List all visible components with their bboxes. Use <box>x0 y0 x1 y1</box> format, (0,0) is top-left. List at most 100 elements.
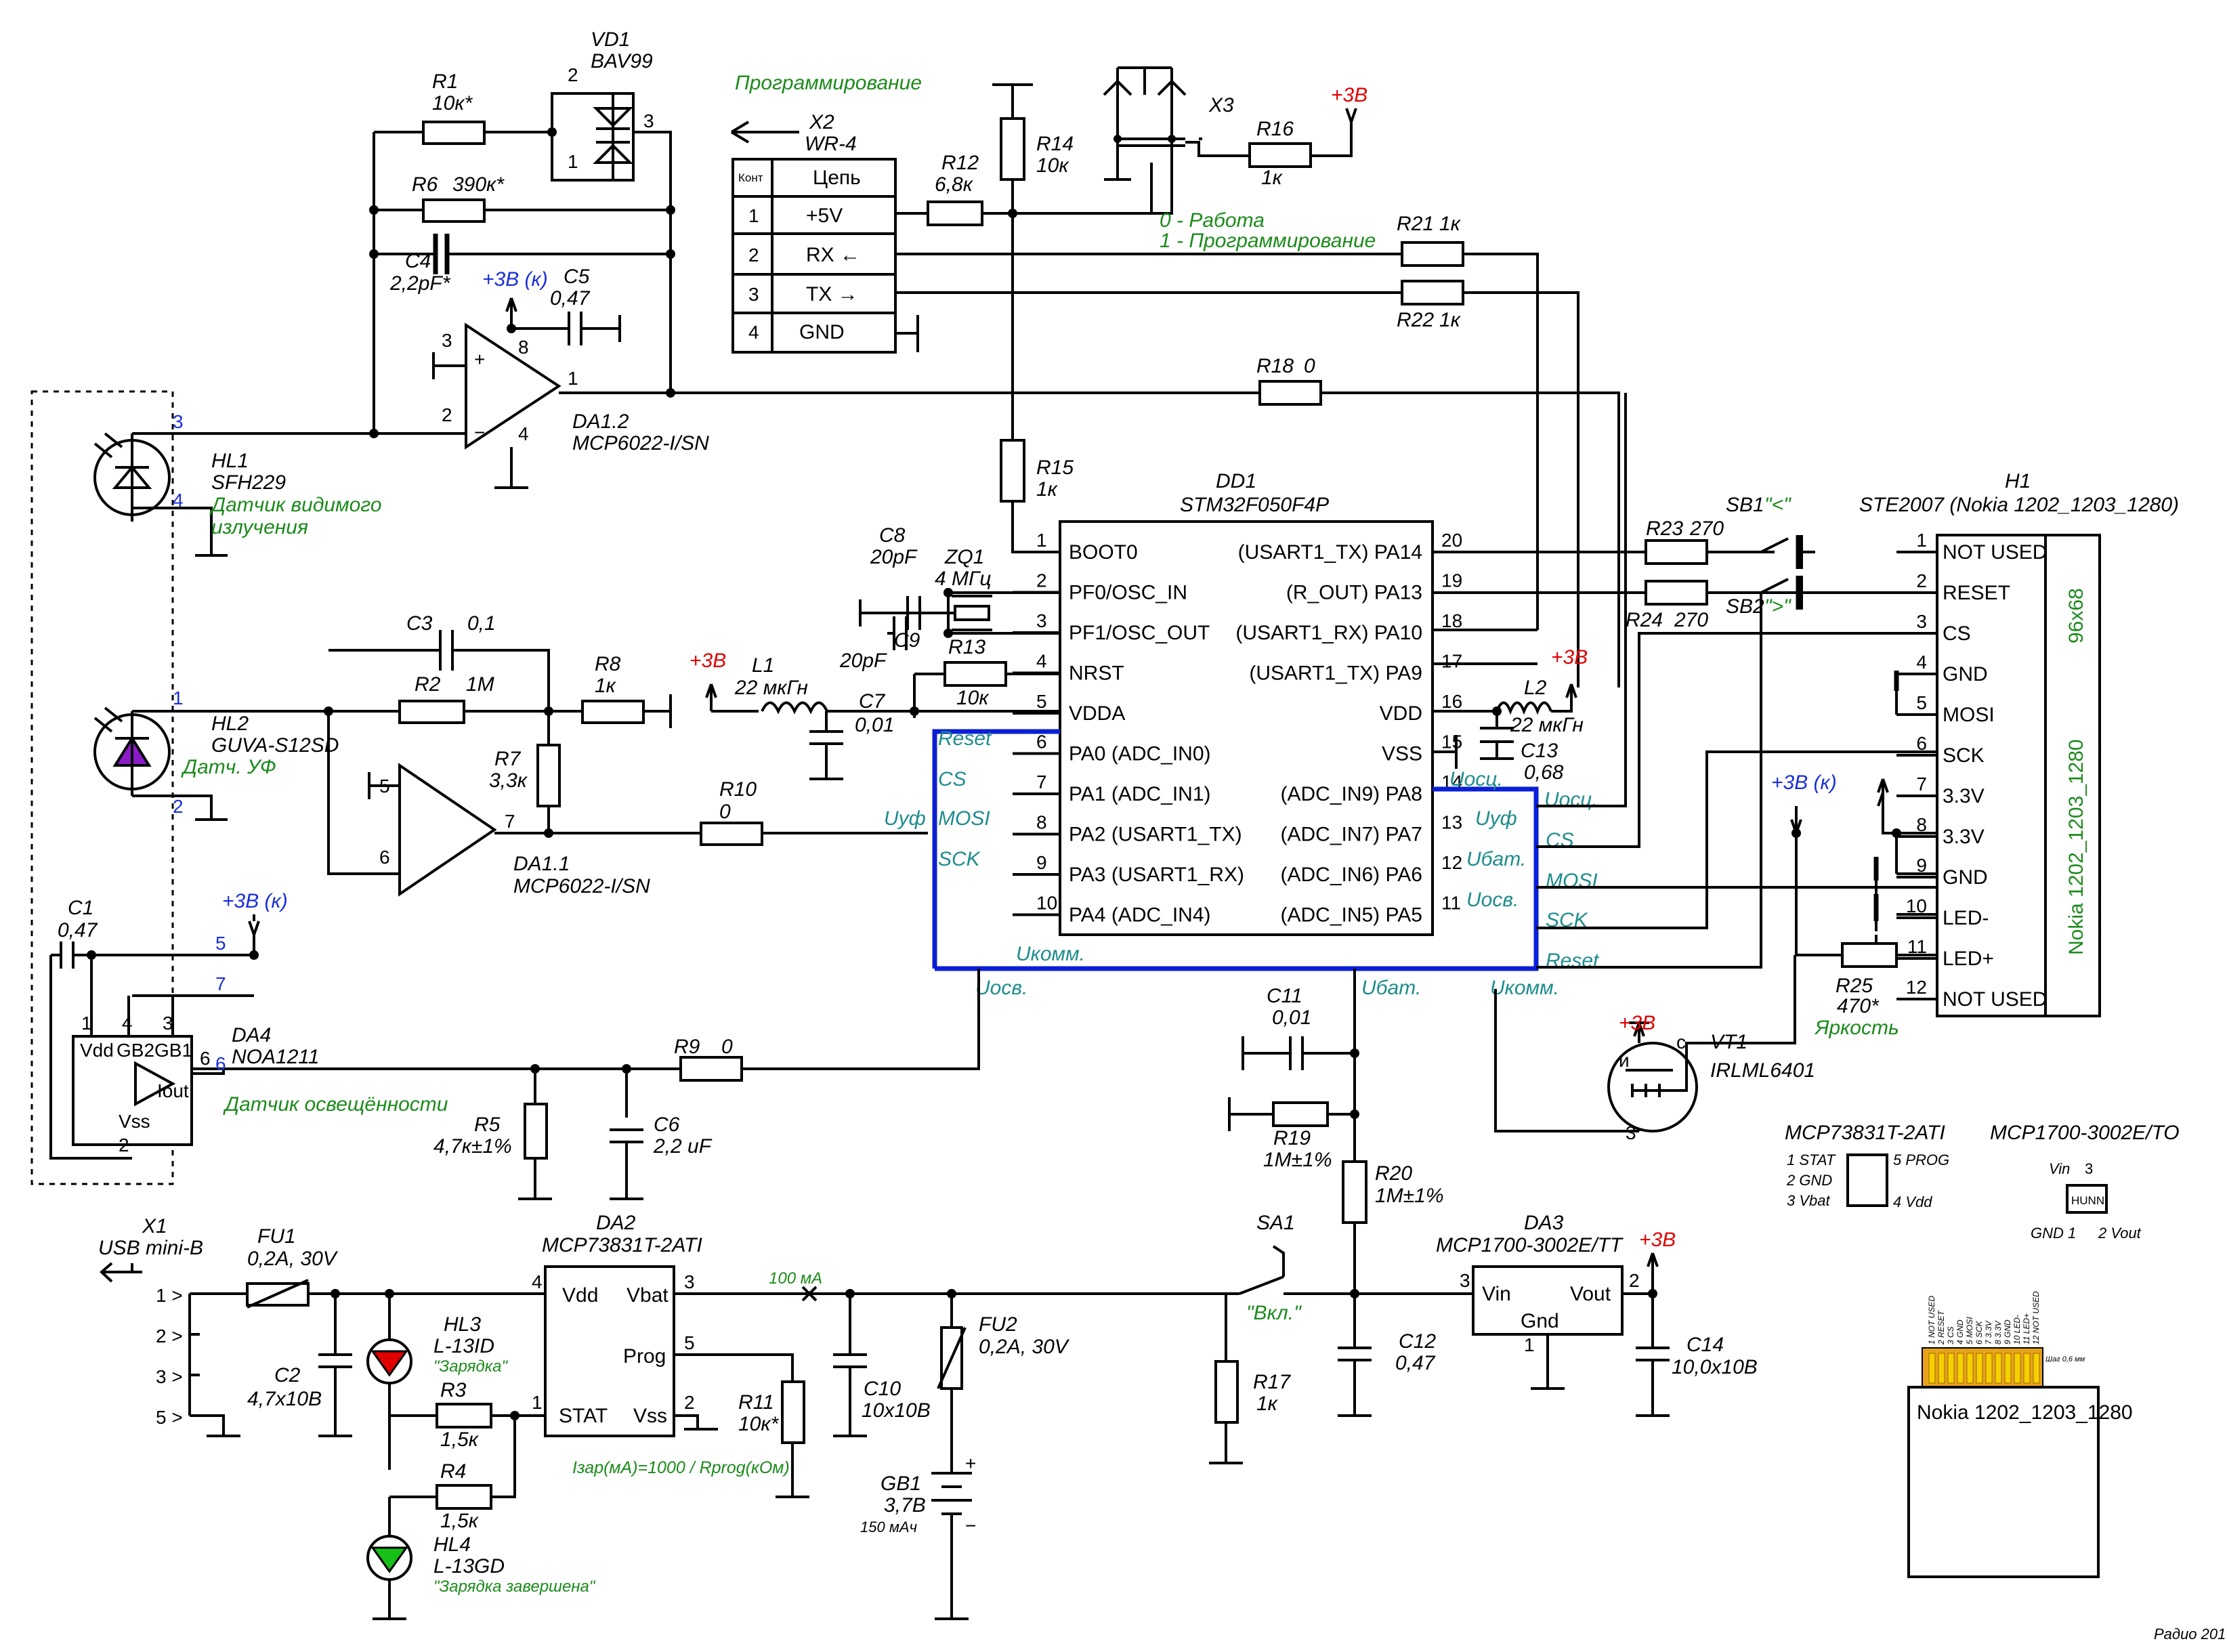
lcd-pitch: Шаг 0,6 мм <box>2045 1355 2085 1363</box>
x2-col2: Цепь <box>813 167 861 189</box>
h1-pin-num: 10 <box>1906 895 1927 916</box>
c4-capacitor <box>433 234 450 274</box>
zq1-crystal <box>954 605 990 621</box>
da12-pin2: 2 <box>442 404 452 425</box>
buttons-block: R23 270 R24 270 SB1 "<" SB2 ">" <box>1626 494 1815 631</box>
dd1-pin-name-right: (ADC_IN9) PA8 <box>1280 783 1422 805</box>
lcd-finger <box>1985 1353 1993 1384</box>
lcd-finger <box>2004 1353 2012 1384</box>
watermark: Радио 2017 <box>2154 1626 2227 1643</box>
x1-val: USB mini-B <box>98 1237 203 1259</box>
da4-power: +3В (к) <box>222 890 288 912</box>
pkg1-p2: 2 GND <box>1786 1172 1832 1189</box>
r17-resistor <box>1214 1360 1239 1424</box>
r25-desc: Яркость <box>1814 1017 1899 1039</box>
x2-ref: X2 <box>809 111 834 133</box>
r5-val: 4,7к±1% <box>433 1135 512 1158</box>
lcd-pin-label: 8 3.3V <box>1993 1320 2003 1344</box>
x1-pin2: 2 > <box>156 1326 183 1347</box>
x2-row3-sig: TX → <box>806 283 858 305</box>
r24-resistor <box>1645 580 1708 606</box>
net-cs-label: CS <box>938 768 967 790</box>
lcd-pin-label: 4 GND <box>1955 1319 1965 1344</box>
da12-minus: − <box>474 422 485 443</box>
c6-ref: C6 <box>654 1114 680 1136</box>
r16-resistor <box>1248 142 1312 168</box>
pkg1-p3: 3 Vbat <box>1787 1192 1830 1209</box>
dd1-pin-num-left: 1 <box>1036 530 1047 551</box>
dd1-pin-num-right: 12 <box>1441 852 1462 873</box>
h1-pin-num: 4 <box>1916 652 1927 673</box>
hl1-val: SFH229 <box>211 471 286 494</box>
pkg1-p4: 4 Vdd <box>1893 1193 1932 1210</box>
ubat-block: C11 0,01 R19 1M±1% R20 1M±1% <box>1228 969 1444 1295</box>
r2-resistor <box>398 700 465 724</box>
x2-connector <box>731 158 897 354</box>
da12-power: +3В (к) <box>482 268 548 291</box>
hl3-val: L-13ID <box>433 1335 494 1357</box>
dd1-pin-num-left: 8 <box>1036 812 1047 833</box>
c2-ref: C2 <box>274 1364 301 1386</box>
da2-pin5: 5 <box>684 1332 695 1353</box>
x2-row1-sig: +5V <box>806 205 843 227</box>
vdd-block: +3В L2 22 мкГн C13 0,68 <box>1433 646 1588 784</box>
hl2-pin1: 1 <box>173 687 184 708</box>
x1-pin1: 1 > <box>156 1285 183 1306</box>
lcd-finger <box>2033 1353 2040 1384</box>
h1-pin-num: 2 <box>1916 570 1927 591</box>
r18-val: 0 <box>1304 355 1315 377</box>
power-block: X1 USB mini-B 1 > 2 > 3 > 5 > FU1 0,2A, … <box>98 1212 1758 1620</box>
c7-ref: C7 <box>859 690 886 713</box>
r10-val: 0 <box>719 801 731 823</box>
sb1-val: "<" <box>1764 494 1791 516</box>
da2-vbat: Vbat <box>627 1284 669 1307</box>
h1-pin-name: 3.3V <box>1943 826 1985 848</box>
dd1-pin-name-right: VSS <box>1382 743 1422 765</box>
r14-ref: R14 <box>1036 133 1074 155</box>
r16-val: 1к <box>1261 167 1284 189</box>
h1-pin-num: 1 <box>1916 530 1927 551</box>
r19-val: 1M±1% <box>1263 1149 1332 1171</box>
h1-pin-name: LED+ <box>1943 948 1994 970</box>
r4-val: 1,5к <box>440 1510 480 1532</box>
r12-resistor <box>927 200 983 226</box>
c3-val: 0,1 <box>467 612 496 635</box>
r6-ref: R6 <box>412 173 438 196</box>
c11-val: 0,01 <box>1272 1007 1311 1029</box>
x1-pin3: 3 > <box>156 1366 183 1387</box>
r13-val: 10к <box>956 687 990 709</box>
r14-resistor <box>1000 117 1025 181</box>
vt1-ref: VT1 <box>1710 1031 1747 1053</box>
pkg2-pin3: 3 <box>2085 1160 2093 1177</box>
vt1-block: +3В и с 3 VT1 IRLML6401 <box>1494 954 1842 1143</box>
r25-ref: R25 <box>1836 975 1873 997</box>
r7-ref: R7 <box>494 748 522 770</box>
da12-pin1: 1 <box>568 368 578 389</box>
da3-pin2: 2 <box>1629 1270 1640 1291</box>
da11-opamp <box>398 763 497 897</box>
h1-pin-name: LED- <box>1943 907 1989 929</box>
lcd-finger <box>1976 1353 1983 1384</box>
lcd-finger <box>2014 1353 2021 1384</box>
x1-pin5: 5 > <box>156 1407 183 1428</box>
r13-resistor <box>943 661 1007 687</box>
r21-resistor <box>1401 241 1464 267</box>
net-bus <box>932 729 1539 971</box>
dd1-pin-name-left: PA2 (USART1_TX) <box>1069 824 1242 846</box>
r14-val: 10к <box>1036 154 1069 177</box>
dd1-pin-name-left: NRST <box>1069 662 1124 685</box>
net-cs-right: CS <box>1546 829 1574 851</box>
dd1-val: STM32F050F4P <box>1180 494 1329 516</box>
gb1-plus: + <box>965 1453 976 1474</box>
r5-resistor <box>524 1103 548 1160</box>
lcd-pin-label: 5 MOSI <box>1965 1317 1974 1344</box>
c14-ref: C14 <box>1687 1334 1724 1356</box>
da4-pin4: 4 <box>122 1013 133 1034</box>
r9-ref: R9 <box>674 1036 700 1058</box>
sensor-block: 3 4 HL1 SFH229 Датчик видимого излучения… <box>30 390 980 1185</box>
r18-ref: R18 <box>1256 355 1294 377</box>
dd1-pin-num-left: 9 <box>1036 852 1047 873</box>
dd1-pin-name-left: PA3 (USART1_RX) <box>1069 864 1244 886</box>
formula: Iзар(мА)=1000 / Rprog(кОм) <box>572 1458 790 1477</box>
